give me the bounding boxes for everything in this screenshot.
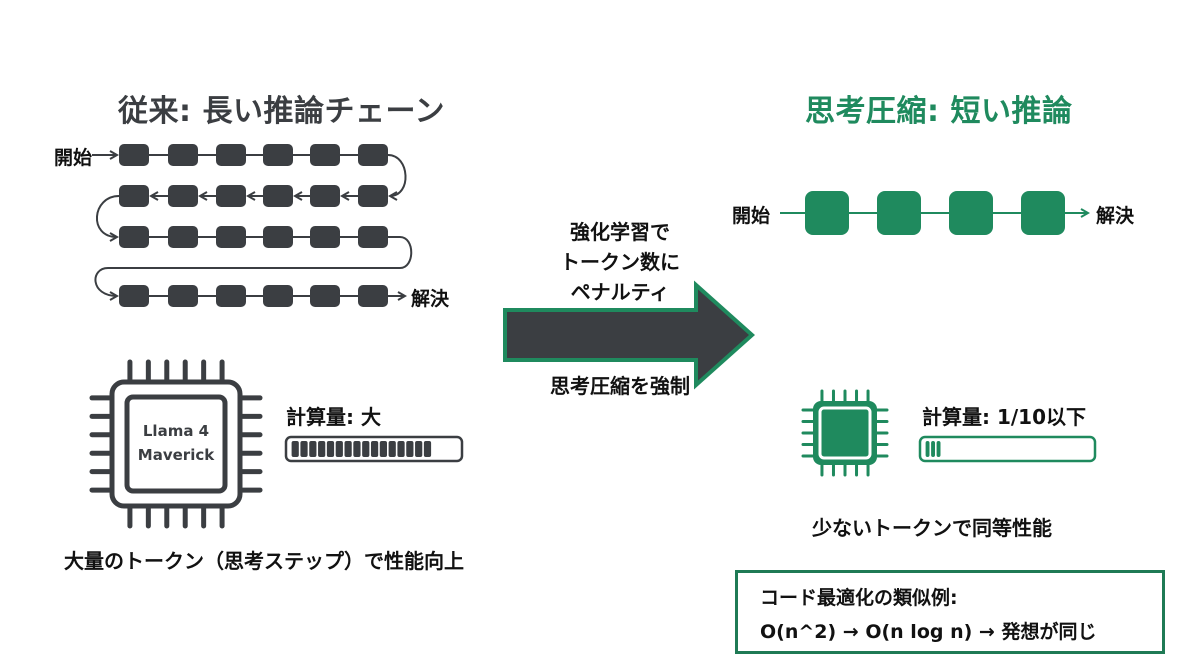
analogy-box: コード最適化の類似例: O(n^2) → O(n log n) → 発想が同じ — [735, 570, 1165, 654]
left-chain-node — [168, 144, 198, 166]
compute-bar-segment — [423, 441, 432, 457]
chip-die — [818, 406, 872, 460]
compute-bar-frame — [918, 435, 1097, 463]
left-chain-node — [216, 226, 246, 248]
compute-bar-segment — [406, 441, 414, 457]
left-panel-title: 従来: 長い推論チェーン — [118, 94, 445, 129]
right-end-label: 解決 — [1096, 205, 1135, 227]
left-chain-node — [263, 185, 293, 207]
right-chain-nodes — [805, 191, 1065, 235]
left-chain-node — [310, 144, 340, 166]
analogy-complexity-line: O(n^2) → O(n log n) → 発想が同じ — [760, 621, 1097, 643]
compute-bar-segment — [362, 441, 370, 457]
right-chain-node — [877, 191, 921, 235]
compute-bar-segment — [415, 441, 423, 457]
compute-bar-segment — [335, 441, 343, 457]
compute-bar-segment — [931, 441, 935, 457]
compute-bar-segment — [370, 441, 379, 457]
chip-model-line2: Maverick — [137, 446, 215, 464]
left-chain-nodes — [119, 144, 388, 307]
left-chain-node — [168, 285, 198, 307]
compute-bar-segment — [318, 441, 326, 457]
row2-to-row3-connector — [96, 195, 120, 237]
left-chip-icon — [89, 359, 263, 529]
left-compute-label: 計算量: 大 — [286, 405, 381, 429]
left-caption: 大量のトークン（思考ステップ）で性能向上 — [64, 549, 464, 573]
compute-bar-segment — [326, 441, 335, 457]
compute-bar-segment — [379, 441, 388, 457]
chip-body — [813, 401, 877, 465]
middle-text-line1: 強化学習で — [570, 220, 670, 244]
right-chain-node — [805, 191, 849, 235]
left-chain-node — [310, 185, 340, 207]
left-chain-node — [358, 226, 388, 248]
right-panel-title: 思考圧縮: 短い推論 — [805, 94, 1073, 129]
left-start-label: 開始 — [54, 147, 93, 169]
chip-die — [124, 394, 228, 494]
compute-bar-segment — [300, 441, 308, 457]
right-chip-icon — [801, 389, 889, 477]
left-chain-node — [358, 185, 388, 207]
right-start-label: 開始 — [732, 205, 771, 227]
compute-bar-segment — [936, 441, 941, 457]
right-caption: 少ないトークンで同等性能 — [812, 516, 1052, 540]
left-chain-node — [310, 285, 340, 307]
chip-model-line1: Llama 4 — [142, 422, 210, 440]
chip-model-label: Llama 4 Maverick — [130, 419, 222, 467]
left-compute-bar — [284, 435, 464, 463]
right-compute-bar — [918, 435, 1097, 463]
left-chain-node — [263, 285, 293, 307]
left-end-label: 解決 — [411, 288, 450, 310]
compute-bar-segment — [309, 441, 317, 457]
row1-to-row2-connector — [387, 154, 407, 196]
right-compute-label: 計算量: 1/10以下 — [922, 405, 1087, 429]
left-chain-node — [119, 144, 149, 166]
compute-bar-segment — [291, 441, 299, 457]
left-chain-node — [216, 285, 246, 307]
left-chain-node — [168, 226, 198, 248]
left-chain-node — [216, 185, 246, 207]
left-chain-node — [263, 226, 293, 248]
compute-bar-segment — [353, 441, 361, 457]
big-transition-arrow — [503, 280, 756, 390]
left-chain-node — [119, 185, 149, 207]
middle-top-text: 強化学習で トークン数に ペナルティ — [520, 217, 720, 307]
left-chain-connectors — [92, 154, 413, 296]
compute-bar-segment — [344, 441, 352, 457]
left-chain-node — [168, 185, 198, 207]
compute-bar-segment — [388, 441, 396, 457]
middle-text-line2: トークン数に — [560, 250, 680, 274]
compute-bar-segment — [397, 441, 405, 457]
left-chain-node — [119, 226, 149, 248]
right-chain-node — [1021, 191, 1065, 235]
left-chain-node — [358, 144, 388, 166]
left-chain-node — [310, 226, 340, 248]
left-chain-node — [119, 285, 149, 307]
compute-bar-segment — [925, 441, 930, 457]
left-chain-node — [358, 285, 388, 307]
analogy-title: コード最適化の類似例: — [760, 587, 958, 609]
middle-bottom-text: 思考圧縮を強制 — [550, 374, 690, 398]
row3-to-row4-connector — [94, 236, 413, 296]
middle-text-line3: ペナルティ — [570, 280, 670, 304]
left-chain-node — [263, 144, 293, 166]
left-chain-node — [216, 144, 246, 166]
right-chain-node — [949, 191, 993, 235]
